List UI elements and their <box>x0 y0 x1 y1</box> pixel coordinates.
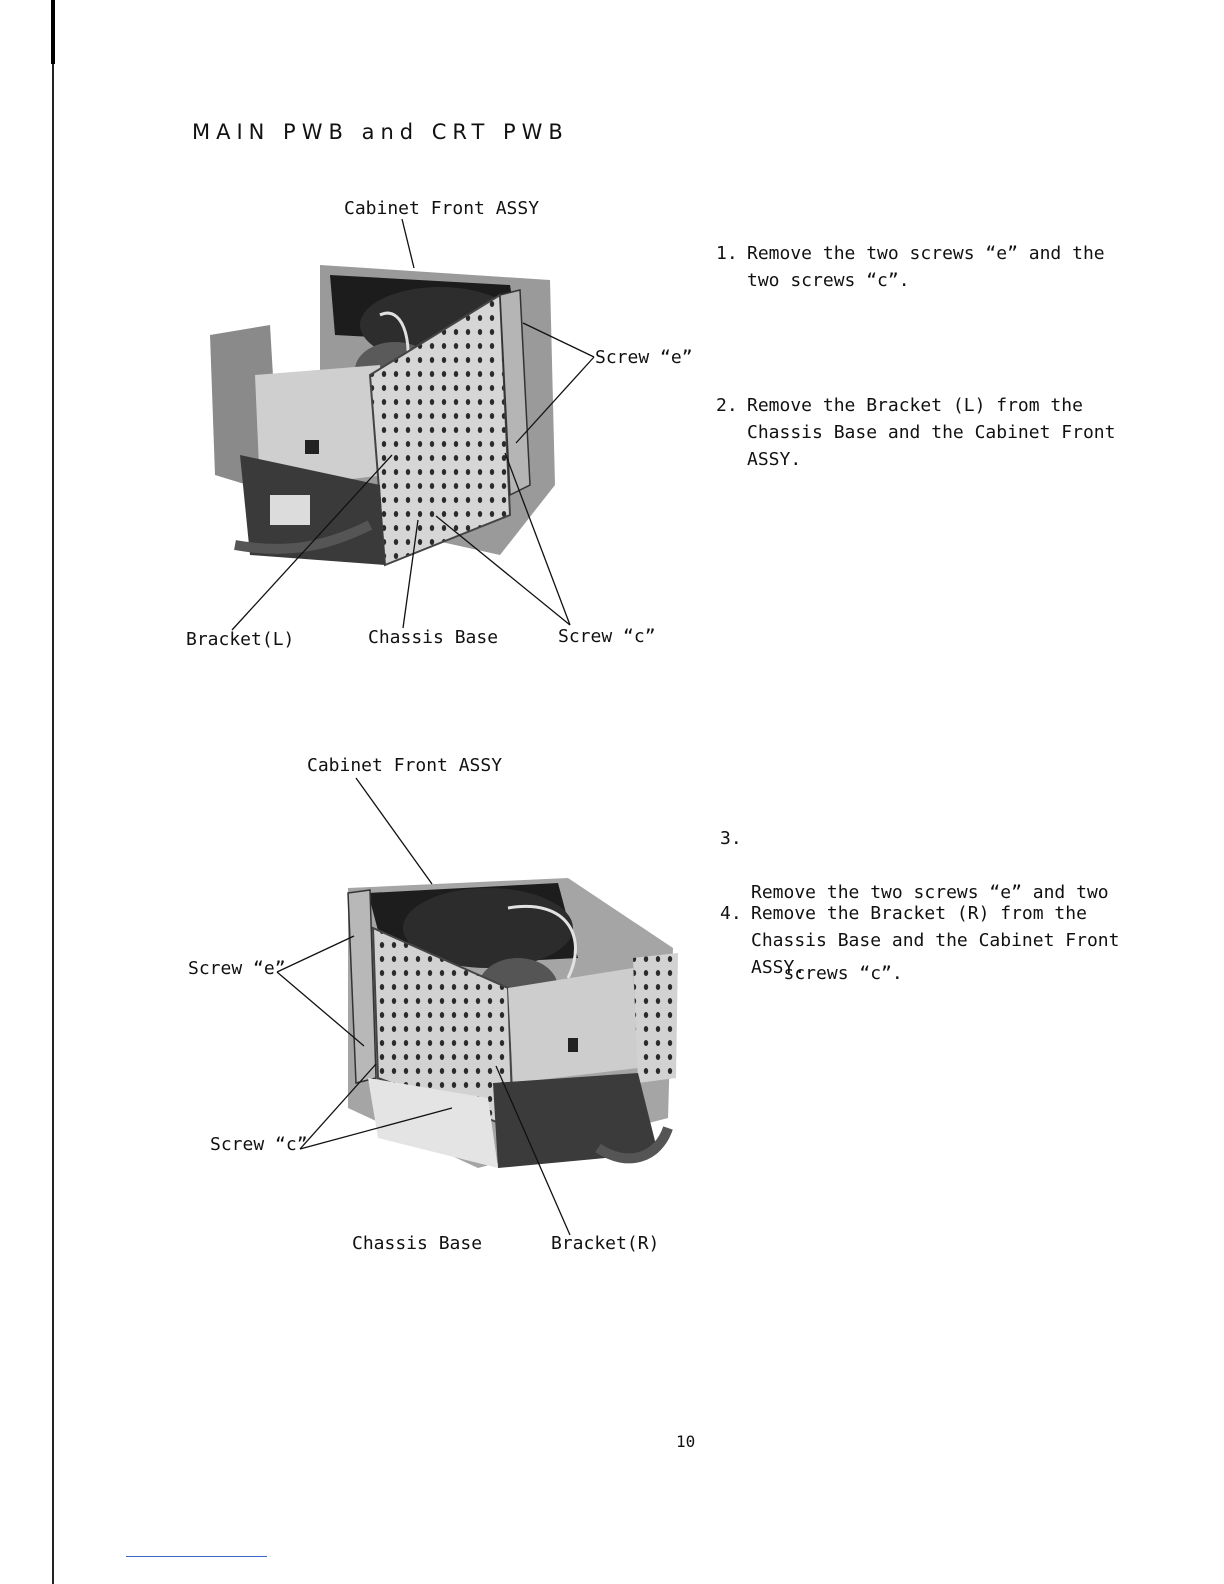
fig1-screw-c-label: Screw “c” <box>558 626 656 647</box>
page-number: 10 <box>676 1432 696 1451</box>
fig2-bracket-r-label: Bracket(R) <box>551 1233 660 1254</box>
fig2-screw-e-label: Screw “e” <box>188 958 286 979</box>
step-line: two screws “c”. <box>747 270 910 291</box>
step-number: 2. <box>716 395 738 416</box>
figure-2-photo <box>347 878 678 1168</box>
step-line: screws “c”. <box>751 963 903 984</box>
footer-rule <box>126 1556 267 1557</box>
fig1-bracket-l-label: Bracket(L) <box>186 629 295 650</box>
left-margin-mark <box>51 0 55 64</box>
fig2-screw-c-label: Screw “c” <box>210 1134 308 1155</box>
step-number: 1. <box>716 243 738 264</box>
step-line: Chassis Base and the Cabinet Front <box>751 930 1120 951</box>
step-line: ASSY. <box>747 449 802 470</box>
fig2-chassis-base-label: Chassis Base <box>352 1233 483 1254</box>
step-number: 4. <box>720 903 742 924</box>
step-line: ASSY. <box>751 957 806 978</box>
figure-1-photo <box>210 265 555 567</box>
left-margin-rule <box>52 0 54 1584</box>
fig1-cabinet-front-label: Cabinet Front ASSY <box>344 198 540 219</box>
fig1-screw-e-label: Screw “e” <box>595 347 693 368</box>
page-title: MAIN PWB and CRT PWB <box>192 120 569 144</box>
step-line: Remove the Bracket (R) from the <box>751 903 1087 924</box>
step-number: 3. <box>720 828 742 849</box>
step-line: Remove the two screws “e” and the <box>747 243 1105 264</box>
step-line: Remove the Bracket (L) from the <box>747 395 1083 416</box>
step-line: Chassis Base and the Cabinet Front <box>747 422 1116 443</box>
fig2-cabinet-front-label: Cabinet Front ASSY <box>307 755 503 776</box>
step-line: Remove the two screws “e” and two <box>751 882 1109 903</box>
fig1-chassis-base-label: Chassis Base <box>368 627 499 648</box>
